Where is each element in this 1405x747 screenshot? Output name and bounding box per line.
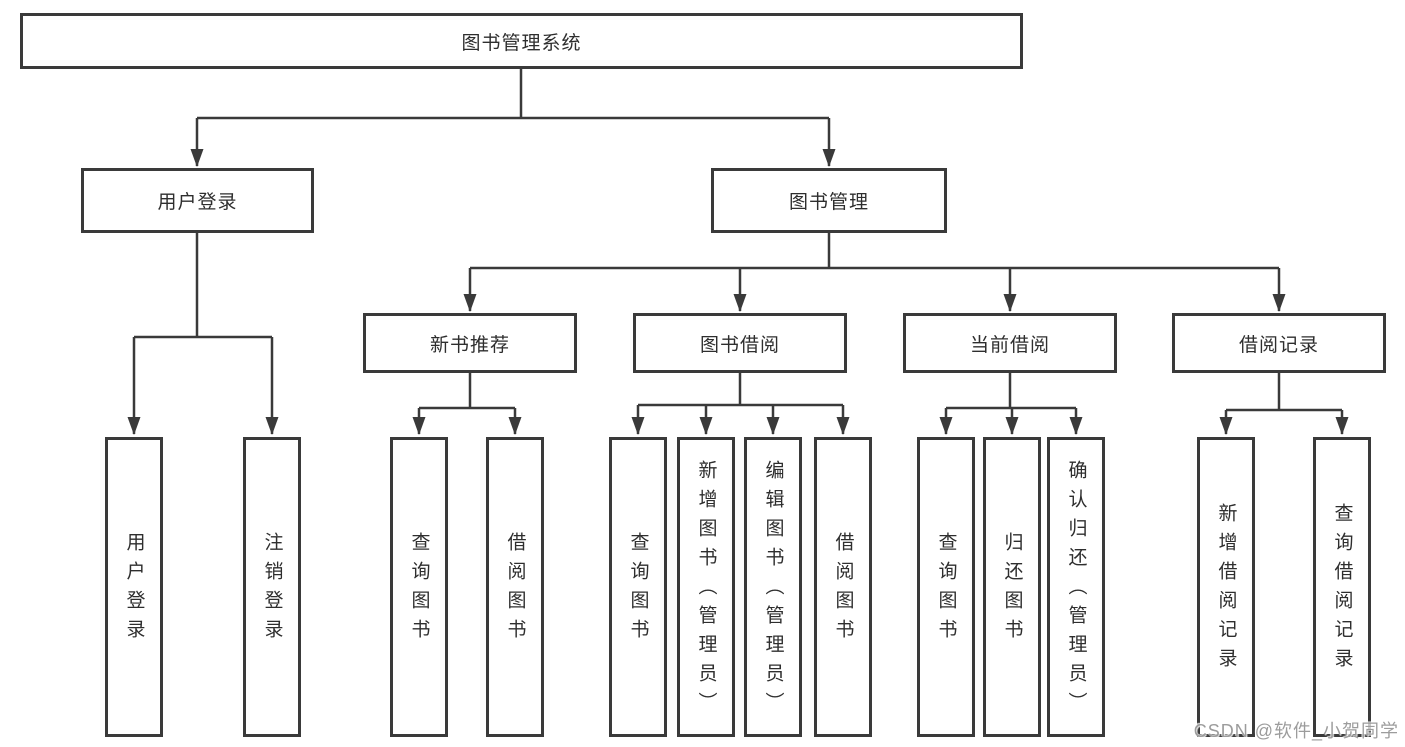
node-borrow-records: 借阅记录 — [1172, 313, 1386, 373]
node-user-login: 用户登录 — [81, 168, 314, 233]
leaf-return-books: 归还图书 — [983, 437, 1041, 737]
edges-borrow-records — [1219, 373, 1349, 435]
leaf-borrow-books-2: 借阅图书 — [814, 437, 872, 737]
edges-current-borrow — [939, 373, 1083, 435]
edges-new-book-rec — [412, 373, 522, 435]
leaf-query-books-2: 查询图书 — [609, 437, 667, 737]
edges-book-borrow — [631, 373, 850, 435]
node-book-borrow: 图书借阅 — [633, 313, 847, 373]
node-book-management: 图书管理 — [711, 168, 947, 233]
leaf-add-books-admin: 新增图书（管理员） — [677, 437, 735, 737]
node-library-system: 图书管理系统 — [20, 13, 1023, 69]
leaf-edit-books-admin: 编辑图书（管理员） — [744, 437, 802, 737]
leaf-user-login: 用户登录 — [105, 437, 163, 737]
leaf-add-borrow-record: 新增借阅记录 — [1197, 437, 1255, 737]
leaf-confirm-return-admin: 确认归还（管理员） — [1047, 437, 1105, 737]
csdn-watermark: CSDN @软件_小贺同学 — [1193, 721, 1399, 741]
edges-book-mgmt — [463, 233, 1286, 312]
leaf-borrow-books-1: 借阅图书 — [486, 437, 544, 737]
node-new-book-recommend: 新书推荐 — [363, 313, 577, 373]
leaf-query-books-1: 查询图书 — [390, 437, 448, 737]
node-current-borrow: 当前借阅 — [903, 313, 1117, 373]
edges-root — [190, 69, 836, 167]
edges-user-login — [127, 233, 279, 435]
leaf-logout: 注销登录 — [243, 437, 301, 737]
leaf-query-borrow-record: 查询借阅记录 — [1313, 437, 1371, 737]
leaf-query-books-3: 查询图书 — [917, 437, 975, 737]
